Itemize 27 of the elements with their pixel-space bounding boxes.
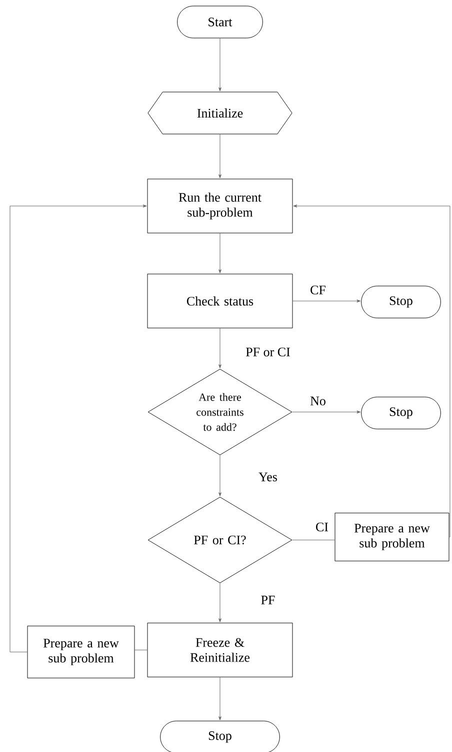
arrow	[218, 455, 222, 496]
process-box: Prepare a new sub problem	[334, 512, 450, 562]
edge-label: PF	[260, 594, 276, 606]
process-box: Run the current sub-problem	[147, 178, 293, 234]
arrow	[10, 204, 147, 652]
arrow	[292, 410, 361, 414]
edge-label: Yes	[258, 472, 278, 482]
edge-label: CF	[309, 284, 327, 296]
arrow	[218, 328, 222, 368]
process-box: Prepare a new sub problem	[27, 626, 135, 678]
arrow	[218, 38, 222, 92]
process-box: Check status	[147, 274, 293, 328]
edge-label: PF or CI	[244, 346, 292, 358]
stop-terminal: Stop	[361, 286, 441, 318]
initialize-hexagon: Initialize	[148, 92, 292, 134]
start-terminal: Start	[177, 6, 263, 38]
arrow	[218, 233, 222, 274]
stop-terminal: Stop	[160, 720, 280, 752]
edge-label: CI	[314, 522, 330, 532]
arrow	[218, 583, 222, 622]
arrow	[293, 204, 450, 538]
edge-label: No	[309, 396, 327, 406]
arrow	[218, 677, 222, 720]
process-box: Freeze & Reinitialize	[147, 622, 293, 678]
arrow	[218, 134, 222, 178]
arrow	[292, 300, 361, 302]
stop-terminal: Stop	[361, 396, 441, 430]
